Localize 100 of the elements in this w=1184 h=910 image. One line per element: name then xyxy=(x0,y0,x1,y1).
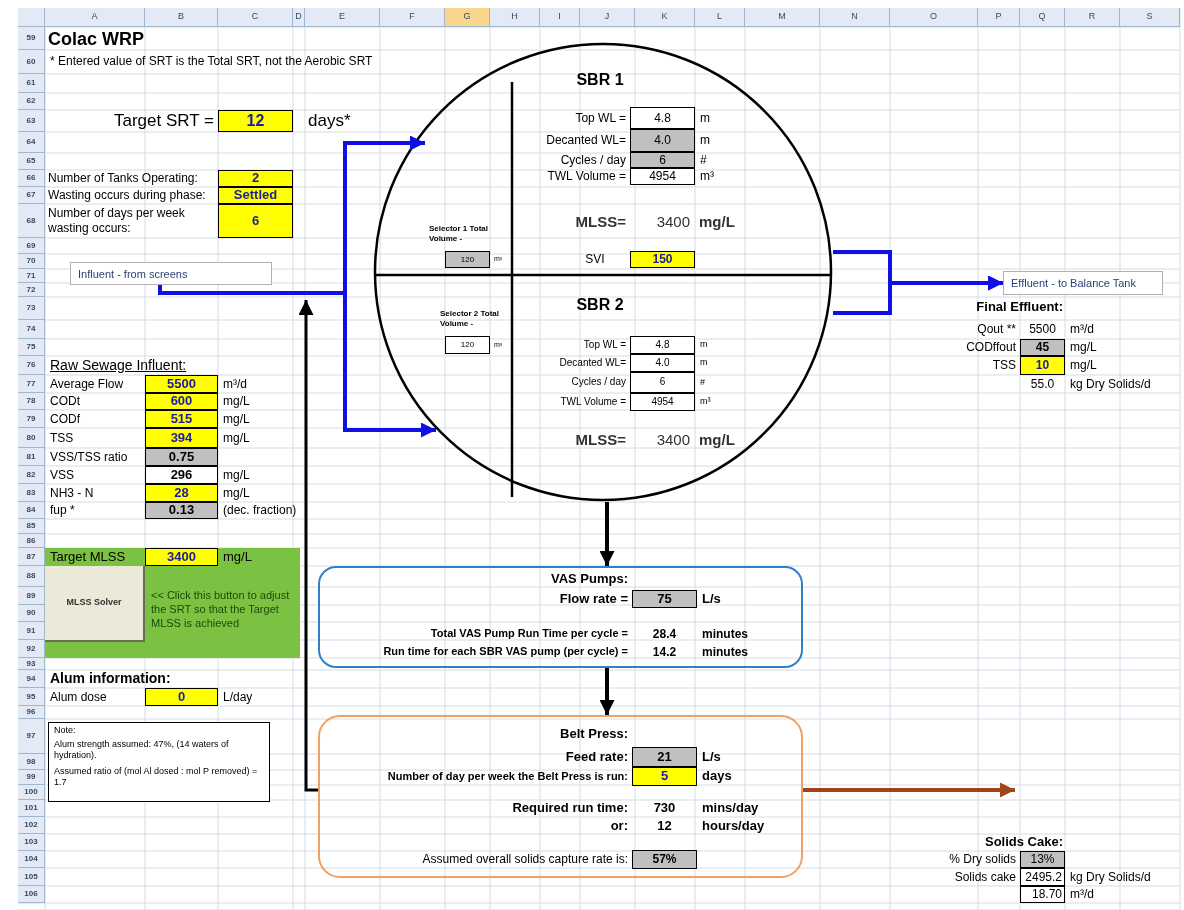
label-text: Cycles / day xyxy=(570,375,627,390)
column-header: B xyxy=(145,8,218,27)
label-text: Required run time: xyxy=(511,799,629,817)
column-header: H xyxy=(490,8,540,27)
row-number: 90 xyxy=(18,605,45,622)
flow-arrow xyxy=(599,668,615,715)
label-text: L/s xyxy=(701,590,722,608)
column-header: Q xyxy=(1020,8,1065,27)
value-cell: 2495.2 xyxy=(1020,868,1065,886)
label-text: days* xyxy=(307,110,352,132)
value-cell: 4954 xyxy=(630,393,695,411)
label-text: Target MLSS xyxy=(49,548,127,566)
row-number: 62 xyxy=(18,93,45,110)
value-cell: 12 xyxy=(218,110,293,132)
label-text: Assumed overall solids capture rate is: xyxy=(421,851,629,868)
label-text: mg/L xyxy=(222,548,253,566)
column-header: C xyxy=(218,8,293,27)
label-text: Number of days per week wasting occurs: xyxy=(47,205,186,237)
label-text: Belt Press: xyxy=(559,724,629,743)
row-number: 101 xyxy=(18,800,45,817)
solver-button: MLSS Solver xyxy=(45,566,145,642)
label-text: m xyxy=(699,356,709,370)
label-text: Total VAS Pump Run Time per cycle = xyxy=(429,626,629,642)
value-cell: 120 xyxy=(445,251,490,268)
label-text: mg/L xyxy=(1069,357,1098,374)
row-number: 67 xyxy=(18,187,45,204)
label-text: Target SRT = xyxy=(113,110,215,132)
column-header: L xyxy=(695,8,745,27)
label-text: << Click this button to adjust the SRT so that the Target MLSS is achieved xyxy=(150,588,291,631)
value-cell: 57% xyxy=(632,850,697,869)
row-number: 77 xyxy=(18,375,45,393)
label-text: kg Dry Solids/d xyxy=(1069,868,1152,886)
column-header: O xyxy=(890,8,978,27)
label-text: 14.2 xyxy=(651,643,678,661)
label-text: mg/L xyxy=(698,429,736,450)
label-text: Raw Sewage Influent: xyxy=(49,356,188,375)
label-text: Feed rate: xyxy=(564,747,629,766)
column-header: M xyxy=(745,8,820,27)
value-cell: 45 xyxy=(1020,339,1065,356)
label-text: m³/d xyxy=(1069,321,1095,338)
label-text: mg/L xyxy=(222,484,251,502)
label-text: 12 xyxy=(656,817,673,835)
row-number: 93 xyxy=(18,658,45,670)
label-text: Wasting occurs during phase: xyxy=(47,187,207,204)
value-cell: 4.8 xyxy=(630,336,695,354)
row-number: 92 xyxy=(18,640,45,658)
label-text: hours/day xyxy=(701,817,766,835)
row-number: 76 xyxy=(18,356,45,375)
column-header: S xyxy=(1120,8,1180,27)
row-number: 63 xyxy=(18,110,45,132)
label-text: L/s xyxy=(701,747,722,766)
sheet-title: Colac WRP xyxy=(48,28,144,50)
label-text: Top WL = xyxy=(574,109,627,127)
pump-panel xyxy=(318,566,803,668)
label-text: Influent - from screens xyxy=(77,266,189,282)
label-text: Final Effluent: xyxy=(975,297,1064,316)
label-text: SBR 1 xyxy=(575,70,625,90)
value-cell: 4.8 xyxy=(630,107,695,129)
label-text: Note: xyxy=(53,725,77,737)
value-cell: 600 xyxy=(145,393,218,410)
label-text: or: xyxy=(609,817,629,835)
row-number: 74 xyxy=(18,320,45,339)
label-text: * Entered value of SRT is the Total SRT, not the Aerobic SRT xyxy=(49,52,374,70)
row-number: 65 xyxy=(18,153,45,170)
row-number: 96 xyxy=(18,706,45,719)
value-cell: 5 xyxy=(632,767,697,786)
label-text: days xyxy=(701,767,733,786)
row-number: 85 xyxy=(18,519,45,534)
label-text: VAS Pumps: xyxy=(549,570,629,588)
label-text: VSS/TSS ratio xyxy=(49,448,129,466)
row-number: 86 xyxy=(18,534,45,548)
flow-arrow xyxy=(298,300,318,792)
label-text: mg/L xyxy=(222,429,251,447)
label-text: m³/d xyxy=(1069,886,1095,903)
label-text: 3400 xyxy=(655,211,691,232)
value-cell: 21 xyxy=(632,747,697,767)
label-text: mg/L xyxy=(222,466,251,484)
label-text: Top WL = xyxy=(582,337,627,352)
row-number: 69 xyxy=(18,238,45,254)
label-text: 5500 xyxy=(1028,321,1057,338)
label-text: Solids Cake: xyxy=(983,834,1064,851)
row-number: 79 xyxy=(18,410,45,428)
value-cell: 6 xyxy=(630,152,695,168)
row-number: 81 xyxy=(18,448,45,466)
label-text: m xyxy=(699,132,711,149)
value-cell: 75 xyxy=(632,590,697,608)
label-text: Alum strength assumed: 47%, (14 waters of hydration). xyxy=(53,737,230,762)
value-cell: 5500 xyxy=(145,375,218,393)
label-text: Alum dose xyxy=(49,688,108,706)
label-text: mg/L xyxy=(698,211,736,232)
label-text: Flow rate = xyxy=(558,590,629,608)
note-box xyxy=(48,722,270,802)
row-number: 84 xyxy=(18,502,45,519)
row-number: 73 xyxy=(18,297,45,320)
column-header: P xyxy=(978,8,1020,27)
label-text: minutes xyxy=(701,643,749,661)
value-cell: 120 xyxy=(445,336,490,354)
row-number: 68 xyxy=(18,204,45,238)
label-text: CODffout xyxy=(965,339,1017,356)
label-text: Cycles / day xyxy=(559,152,627,168)
